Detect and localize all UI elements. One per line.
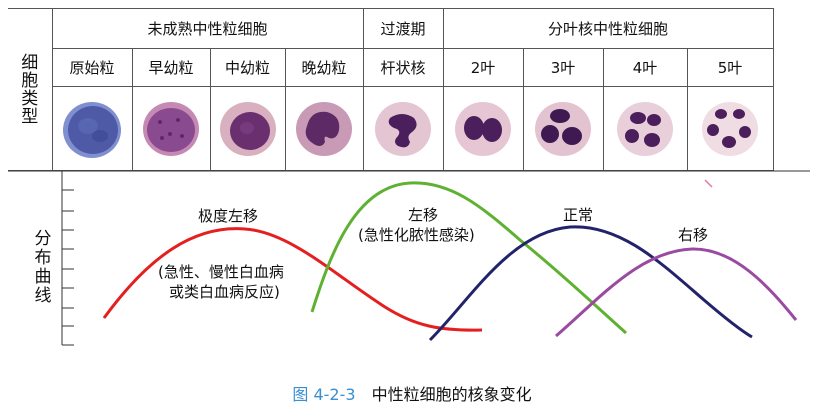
cell-image-5-lobe — [686, 86, 774, 171]
cell-name-band: 杆状核 — [362, 48, 444, 87]
curve-left — [310, 181, 627, 335]
label-right: 右移 — [678, 226, 709, 244]
label-left: 左移 — [408, 206, 439, 224]
stray-mark — [704, 179, 713, 188]
sublabel-extreme-left-1: (急性、慢性白血病 — [158, 263, 284, 281]
sublabel-left: (急性化脓性感染) — [358, 226, 475, 244]
figure-caption: 图 4-2-3 中性粒细胞的核象变化 — [0, 381, 824, 405]
cell-image-3-lobe — [522, 86, 604, 171]
cell-image-myelocyte — [209, 86, 286, 171]
cell-name-promyelocyte: 早幼粒 — [131, 48, 211, 87]
sublabel-extreme-left-2: 或类白血病反应) — [169, 283, 280, 301]
label-extreme-left: 极度左移 — [198, 207, 259, 225]
cell-name-4-lobe: 4叶 — [602, 48, 688, 87]
row-label-cell-type: 细胞类型 — [8, 8, 53, 171]
cell-name-5-lobe: 5叶 — [686, 48, 774, 87]
curve-right — [555, 247, 798, 338]
label-normal: 正常 — [563, 206, 594, 224]
row-label-distribution: 分布曲线 — [34, 229, 52, 306]
cell-type-table: 细胞类型 未成熟中性粒细胞 过渡期 分叶核中性粒细胞 原始粒 早幼粒 中幼粒 晚… — [8, 8, 774, 171]
curve-extreme-left — [102, 227, 483, 332]
curve-normal — [428, 225, 753, 342]
group-segmented: 分叶核中性粒细胞 — [442, 8, 774, 49]
cell-image-promyelocyte — [131, 86, 211, 171]
cell-name-myelocyte: 中幼粒 — [209, 48, 286, 87]
cell-name-myeloblast: 原始粒 — [51, 48, 133, 87]
cell-image-myeloblast — [51, 86, 133, 171]
figure-number: 图 4-2-3 — [292, 385, 356, 404]
y-ticks — [62, 189, 74, 346]
figure-title: 中性粒细胞的核象变化 — [371, 385, 532, 404]
cell-image-2-lobe — [442, 86, 524, 171]
cell-image-4-lobe — [602, 86, 688, 171]
cell-image-band — [362, 86, 444, 171]
